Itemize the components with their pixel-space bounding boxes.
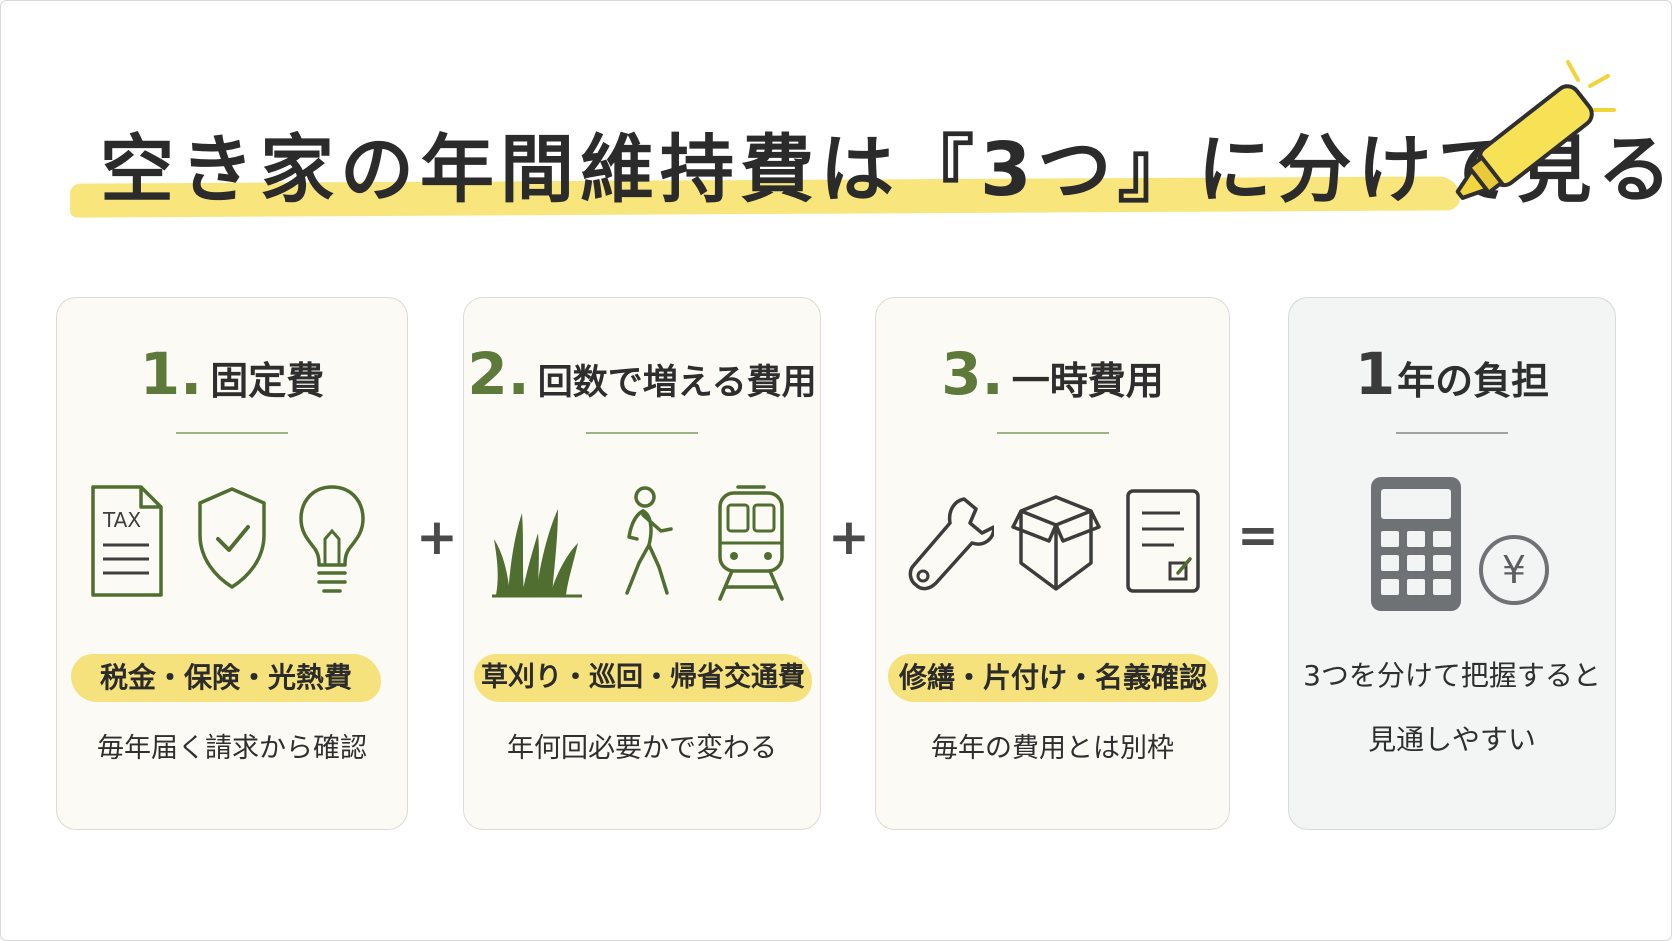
card-title: 回数で増える費用 — [537, 363, 817, 403]
shield-check-icon — [198, 487, 266, 589]
card-title: 一時費用 — [1011, 359, 1164, 403]
plus-sign: + — [416, 508, 458, 566]
icon-row: TAX — [57, 483, 407, 603]
grass-icon — [492, 509, 582, 598]
highlight-label: 修繕・片付け・名義確認 — [888, 654, 1218, 702]
card-number: 2. — [467, 340, 530, 408]
divider — [176, 432, 288, 434]
tax-label: TAX — [102, 508, 141, 532]
card-one-time-costs: 3.一時費用 修繕・片付け・名義確認 毎年の費用とは別枠 — [875, 297, 1230, 830]
plus-sign: + — [828, 508, 870, 566]
card-heading: 1.固定費 — [57, 340, 407, 408]
title-area: 空き家の年間維持費は『3つ』に分けて見る — [60, 100, 1672, 230]
summary-line-1: 3つを分けて把握すると — [1303, 659, 1601, 692]
card-variable-costs: 2.回数で増える費用 草刈り・巡回・帰省交通費 年何回必要かで変わる — [463, 297, 821, 830]
icon-row: ¥ — [1289, 477, 1615, 611]
card-number: 3. — [941, 340, 1004, 408]
card-note: 毎年の費用とは別枠 — [931, 733, 1174, 764]
divider — [996, 432, 1109, 434]
card-number: 1. — [139, 340, 203, 408]
divider — [586, 432, 698, 434]
wrench-icon — [908, 497, 994, 591]
icon-row — [464, 483, 820, 603]
icon-row — [876, 483, 1229, 603]
card-annual-burden: 1年の負担 ¥ 3つを分けて把握すると 見通しやすい — [1288, 297, 1616, 830]
card-fixed-costs: 1.固定費 TAX 税金・保険・光熱費 毎年届く請求から確認 — [56, 297, 408, 830]
card-number: 1 — [1354, 340, 1396, 408]
card-title: 年の負担 — [1397, 359, 1550, 403]
tax-document-icon: TAX — [91, 485, 163, 597]
form-document-icon — [1126, 489, 1200, 593]
card-heading: 2.回数で増える費用 — [464, 340, 820, 408]
train-icon — [718, 485, 784, 601]
lightbulb-icon — [299, 485, 365, 593]
divider — [1396, 432, 1508, 434]
yen-symbol: ¥ — [1502, 548, 1526, 592]
walking-person-icon — [625, 486, 673, 595]
card-heading: 1年の負担 — [1289, 340, 1615, 408]
highlight-label: 草刈り・巡回・帰省交通費 — [474, 654, 812, 702]
equals-sign: = — [1237, 506, 1279, 564]
highlight-label: 税金・保険・光熱費 — [71, 654, 381, 702]
card-heading: 3.一時費用 — [876, 340, 1229, 408]
box-icon — [1011, 495, 1101, 591]
calculator-icon — [1371, 477, 1461, 611]
yen-coin-icon: ¥ — [1479, 535, 1549, 605]
page-title: 空き家の年間維持費は『3つ』に分けて見る — [100, 127, 1672, 213]
summary-line-2: 見通しやすい — [1368, 723, 1536, 756]
highlighter-marker-icon — [1455, 60, 1616, 200]
card-note: 毎年届く請求から確認 — [97, 733, 367, 764]
card-note: 年何回必要かで変わる — [507, 733, 777, 764]
card-title: 固定費 — [210, 359, 325, 403]
